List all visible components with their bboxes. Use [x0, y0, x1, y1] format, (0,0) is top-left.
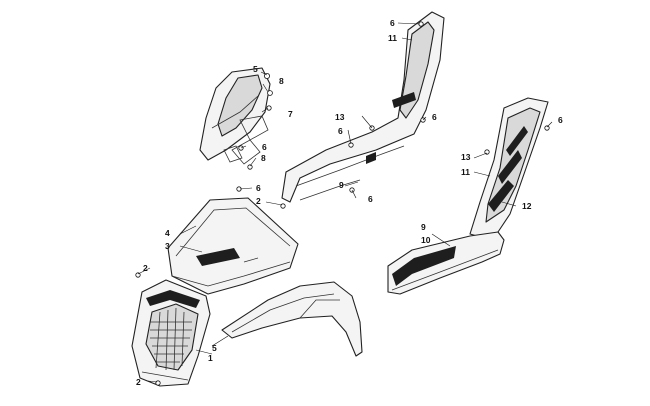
- callout-6: 6: [558, 115, 563, 125]
- callout-4: 4: [165, 228, 170, 238]
- callout-1: 1: [208, 353, 213, 363]
- headlight-pod: [199, 67, 271, 165]
- callout-11: 11: [388, 33, 397, 43]
- callout-13: 13: [335, 112, 345, 122]
- callout-12: 12: [522, 201, 532, 211]
- callout-6: 6: [262, 142, 267, 152]
- callout-10: 10: [421, 235, 431, 245]
- callout-6: 6: [338, 126, 343, 136]
- callout-labels: 5 8 7 6 8 6 2 4 3 2 5 1 2 6 11 6 13 6 9 …: [136, 18, 563, 387]
- callout-5: 5: [212, 343, 217, 353]
- side-panel: [281, 11, 445, 203]
- lower-side-panel: [387, 231, 505, 295]
- callout-6: 6: [390, 18, 395, 28]
- callout-9: 9: [421, 222, 426, 232]
- callout-6: 6: [368, 194, 373, 204]
- callout-8: 8: [279, 76, 284, 86]
- callout-7: 7: [288, 109, 293, 119]
- callout-6: 6: [432, 112, 437, 122]
- callout-8: 8: [261, 153, 266, 163]
- callout-11: 11: [461, 167, 470, 177]
- leader-lines: [137, 22, 553, 383]
- callout-2: 2: [256, 196, 261, 206]
- front-fender: [221, 281, 363, 357]
- hood-panel: [167, 197, 299, 295]
- callout-9: 9: [339, 180, 344, 190]
- callout-2: 2: [136, 377, 141, 387]
- callout-5: 5: [253, 64, 258, 74]
- callout-2: 2: [143, 263, 148, 273]
- side-panel-right: [469, 97, 549, 239]
- front-grille: [131, 279, 211, 387]
- callout-3: 3: [165, 241, 170, 251]
- callout-6: 6: [256, 183, 261, 193]
- callout-13: 13: [461, 152, 471, 162]
